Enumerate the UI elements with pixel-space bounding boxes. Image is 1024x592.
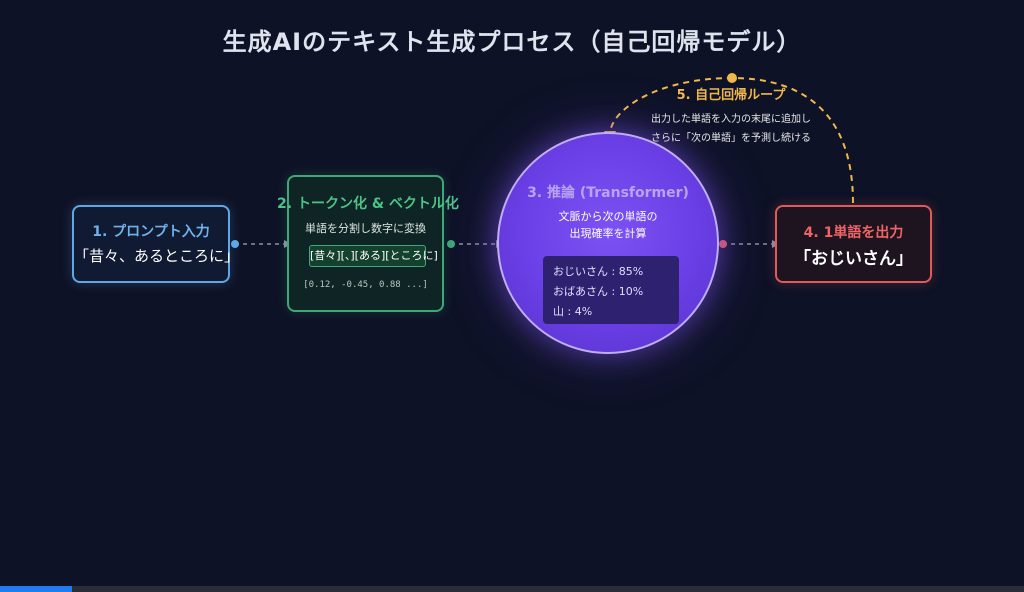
- step-tokenize-heading: 2. トークン化 & ベクトル化: [277, 196, 459, 212]
- step-inference-description-line2: 出現確率を計算: [569, 227, 647, 240]
- loop-description-line1: 出力した単語を入力の末尾に追加し: [651, 114, 811, 125]
- arrow-inference-to-output: [719, 240, 780, 248]
- progress-track: [0, 586, 1024, 592]
- page-title: 生成AIのテキスト生成プロセス（自己回帰モデル）: [222, 28, 802, 56]
- loop-description: 出力した単語を入力の末尾に追加し さらに「次の単語」を予測し続ける: [616, 110, 846, 148]
- step-output-box: 4. 1単語を出力 「おじいさん」: [775, 205, 932, 283]
- step-tokenize-description: 単語を分割し数字に変換: [305, 222, 426, 235]
- probability-item: おじいさん : 85%: [553, 265, 644, 278]
- probability-item: おばあさん : 10%: [553, 285, 644, 298]
- probability-item: 山 : 4%: [553, 305, 593, 318]
- step-prompt-text: 「昔々、あるところに」: [74, 247, 240, 265]
- arrow-prompt-to-tokenize: [231, 240, 292, 248]
- loop-heading: 5. 自己回帰ループ: [676, 88, 786, 103]
- probability-list: おじいさん : 85% おばあさん : 10% 山 : 4%: [543, 256, 679, 324]
- step-inference-description: 文脈から次の単語の 出現確率を計算: [499, 208, 717, 242]
- step-tokenize-box: 2. トークン化 & ベクトル化 単語を分割し数字に変換 [昔々][、][ある]…: [277, 175, 459, 312]
- token-chip-row: [昔々][、][ある][ところに]: [309, 245, 438, 267]
- arrow-tokenize-to-inference: [447, 240, 504, 248]
- step-inference-heading: 3. 推論 (Transformer): [527, 185, 689, 201]
- step-prompt-heading: 1. プロンプト入力: [92, 224, 210, 240]
- step-prompt-box: 1. プロンプト入力 「昔々、あるところに」: [72, 205, 240, 283]
- progress-bar-fill: [0, 586, 72, 592]
- embedding-vector: [0.12, -0.45, 0.88 ...]: [303, 280, 428, 290]
- loop-description-line2: さらに「次の単語」を予測し続ける: [651, 133, 811, 144]
- step-output-text: 「おじいさん」: [794, 249, 913, 269]
- step-inference-circle: 3. 推論 (Transformer) 文脈から次の単語の 出現確率を計算 おじ…: [497, 132, 719, 354]
- step-inference-description-line1: 文脈から次の単語の: [558, 210, 658, 223]
- step-output-heading: 4. 1単語を出力: [803, 225, 904, 241]
